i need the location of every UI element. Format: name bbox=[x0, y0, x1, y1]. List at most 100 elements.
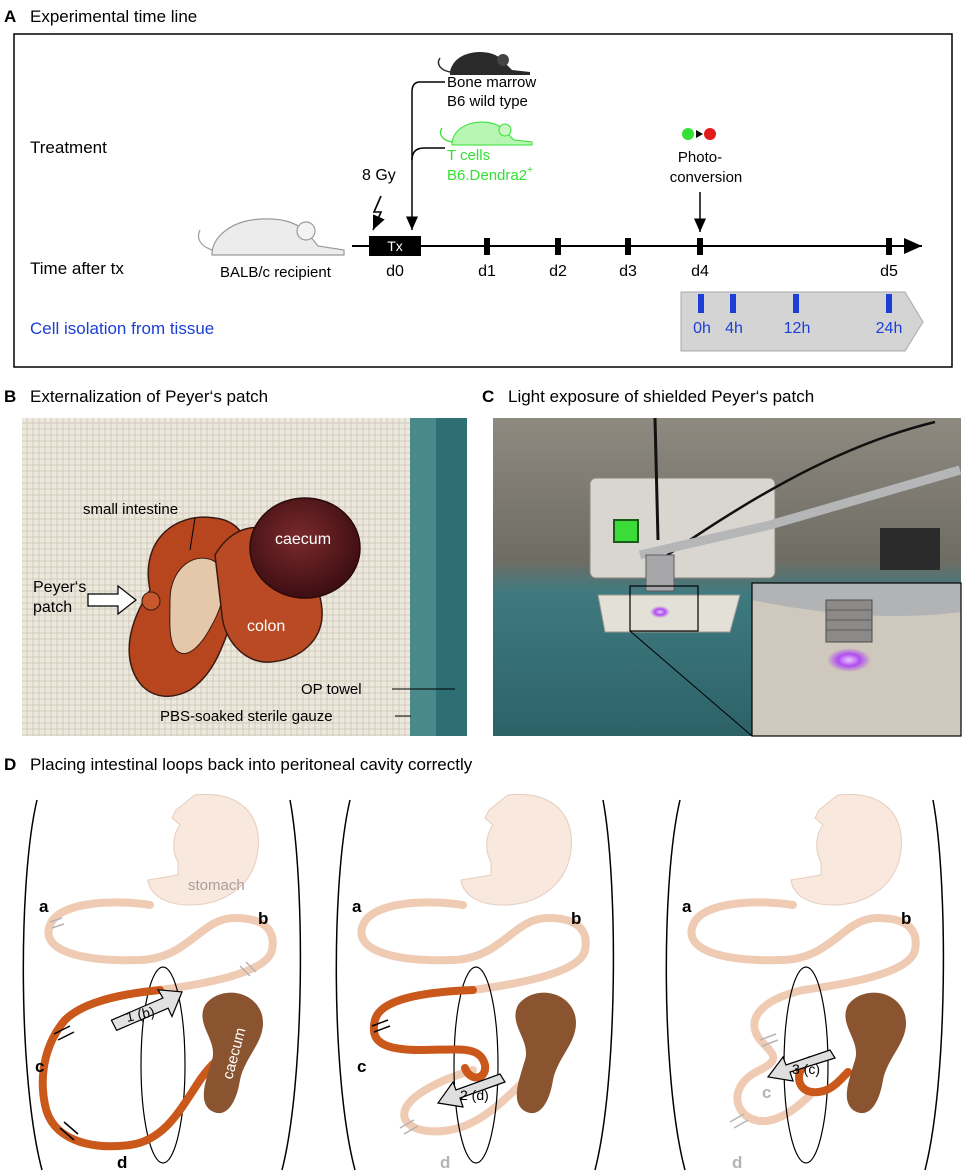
recipient-label: BALB/c recipient bbox=[220, 264, 332, 281]
irradiation-label: 8 Gy bbox=[362, 167, 396, 184]
tick-d3 bbox=[625, 238, 631, 255]
gauze-label: PBS-soaked sterile gauze bbox=[160, 708, 333, 725]
peyers-patch-marker bbox=[141, 591, 161, 611]
tcells-superscript: + bbox=[527, 165, 533, 176]
hour-label: 0h bbox=[693, 320, 711, 337]
donor-mouse-black-icon bbox=[437, 52, 530, 75]
step-arrow-1-label: 1 (b) bbox=[124, 1003, 155, 1025]
panel-c-letter: C bbox=[482, 387, 494, 406]
day-label: d4 bbox=[691, 263, 709, 280]
peyers-patch-photo bbox=[22, 418, 467, 736]
abdominal-wall-left bbox=[335, 799, 356, 1171]
hour-label: 12h bbox=[784, 320, 811, 337]
loop-label-d: d bbox=[117, 1153, 127, 1172]
hour-marker bbox=[886, 294, 892, 313]
step-arrow-1-icon bbox=[110, 989, 183, 1032]
abdominal-wall-right bbox=[594, 799, 615, 1171]
loop-label-a: a bbox=[682, 897, 692, 916]
light-exposure-photo bbox=[493, 417, 962, 737]
green-state-icon bbox=[682, 128, 694, 140]
panel-d: D Placing intestinal loops back into per… bbox=[4, 755, 945, 1172]
op-towel-label: OP towel bbox=[301, 681, 362, 698]
day-ticks bbox=[484, 238, 892, 255]
red-state-icon bbox=[704, 128, 716, 140]
loop-label-d: d bbox=[732, 1153, 742, 1172]
panel-a-title: Experimental time line bbox=[30, 7, 197, 26]
caecum-shape bbox=[515, 992, 576, 1114]
hour-marker bbox=[793, 294, 799, 313]
colon-label: colon bbox=[247, 618, 285, 635]
abdominal-wall-left bbox=[22, 799, 43, 1171]
faded-loop-ab bbox=[687, 898, 920, 994]
bowel-loop-remaining bbox=[795, 1056, 852, 1097]
panel-d-title: Placing intestinal loops back into perit… bbox=[30, 755, 473, 774]
stomach-shape bbox=[460, 793, 572, 906]
step-arrow-3-label: 3 (c) bbox=[792, 1061, 820, 1077]
placement-step-3: 3 (c) a b c d bbox=[665, 793, 945, 1172]
abdominal-wall-right bbox=[924, 799, 945, 1171]
loop-label-c: c bbox=[357, 1057, 366, 1076]
panel-b-letter: B bbox=[4, 387, 16, 406]
zoom-box bbox=[629, 585, 699, 632]
injection-arrow bbox=[406, 81, 445, 230]
loop-label-c: c bbox=[35, 1057, 44, 1076]
conversion-arrowhead-icon bbox=[696, 130, 703, 138]
row-label-time-after-tx: Time after tx bbox=[30, 259, 124, 278]
step-arrow-2-icon bbox=[436, 1073, 506, 1108]
holder-arm bbox=[638, 465, 962, 560]
hour-label: 24h bbox=[876, 320, 903, 337]
caecum-shape bbox=[249, 497, 361, 599]
recipient-mouse-icon bbox=[197, 218, 345, 256]
abdominal-wall-right bbox=[281, 799, 302, 1171]
tcells-line1: T cells bbox=[447, 147, 490, 164]
loop-label-a: a bbox=[39, 897, 49, 916]
photo-line1: Photo- bbox=[678, 149, 722, 166]
cut-mark bbox=[59, 1121, 79, 1141]
caecum-shape bbox=[845, 992, 906, 1114]
inset-probe-thread bbox=[826, 609, 872, 631]
donor-mouse-green-icon bbox=[439, 121, 533, 146]
bone-marrow-line1: Bone marrow bbox=[447, 74, 536, 91]
light-probe bbox=[645, 554, 675, 592]
faded-loop-c-d bbox=[733, 986, 814, 1126]
tick-d2 bbox=[555, 238, 561, 255]
step-arrow-2-label: 2 (d) bbox=[460, 1087, 489, 1103]
mesenteric-root bbox=[453, 966, 499, 1164]
row-label-treatment: Treatment bbox=[30, 138, 107, 157]
inset-probe bbox=[825, 599, 873, 643]
loop-label-b: b bbox=[901, 909, 911, 928]
panel-a-frame bbox=[13, 33, 953, 368]
hour-marker bbox=[698, 294, 704, 313]
step-arrow-3-icon bbox=[766, 1049, 836, 1082]
panel-b: B Externalization of Peyer‘s patch small… bbox=[4, 387, 467, 736]
day-label: d0 bbox=[386, 263, 404, 280]
inset-light-spot bbox=[827, 648, 871, 672]
panel-c: C Light exposure of shielded Peyer‘s pat… bbox=[482, 387, 962, 737]
cut-mark bbox=[399, 1119, 419, 1135]
panel-a: A Experimental time line Treatment Time … bbox=[4, 7, 953, 368]
bowel-loop-c bbox=[369, 986, 490, 1082]
row-label-cell-isolation: Cell isolation from tissue bbox=[30, 319, 214, 338]
panel-b-title: Externalization of Peyer‘s patch bbox=[30, 387, 268, 406]
mesenteric-root bbox=[140, 966, 186, 1164]
caecum-label-photo: caecum bbox=[275, 531, 331, 548]
cut-mark bbox=[239, 961, 257, 977]
tick-d4 bbox=[697, 238, 703, 255]
photo-line2: conversion bbox=[670, 169, 743, 186]
tcell-connector bbox=[411, 147, 445, 161]
tcells-line2: B6.Dendra2+ bbox=[447, 165, 533, 184]
day-labels: d0 d1 d2 d3 d4 d5 bbox=[386, 263, 898, 280]
loop-label-b: b bbox=[571, 909, 581, 928]
abdominal-wall-left bbox=[665, 799, 686, 1171]
panel-d-letter: D bbox=[4, 755, 16, 774]
panel-c-title: Light exposure of shielded Peyer‘s patch bbox=[508, 387, 814, 406]
hour-labels: 0h 4h 12h 24h bbox=[693, 320, 902, 337]
tx-box bbox=[369, 236, 421, 256]
hour-marker bbox=[730, 294, 736, 313]
panel-a-letter: A bbox=[4, 7, 16, 26]
day-label: d2 bbox=[549, 263, 567, 280]
day-label: d1 bbox=[478, 263, 496, 280]
power-indicator bbox=[613, 519, 639, 543]
loop-label-c: c bbox=[762, 1083, 771, 1102]
